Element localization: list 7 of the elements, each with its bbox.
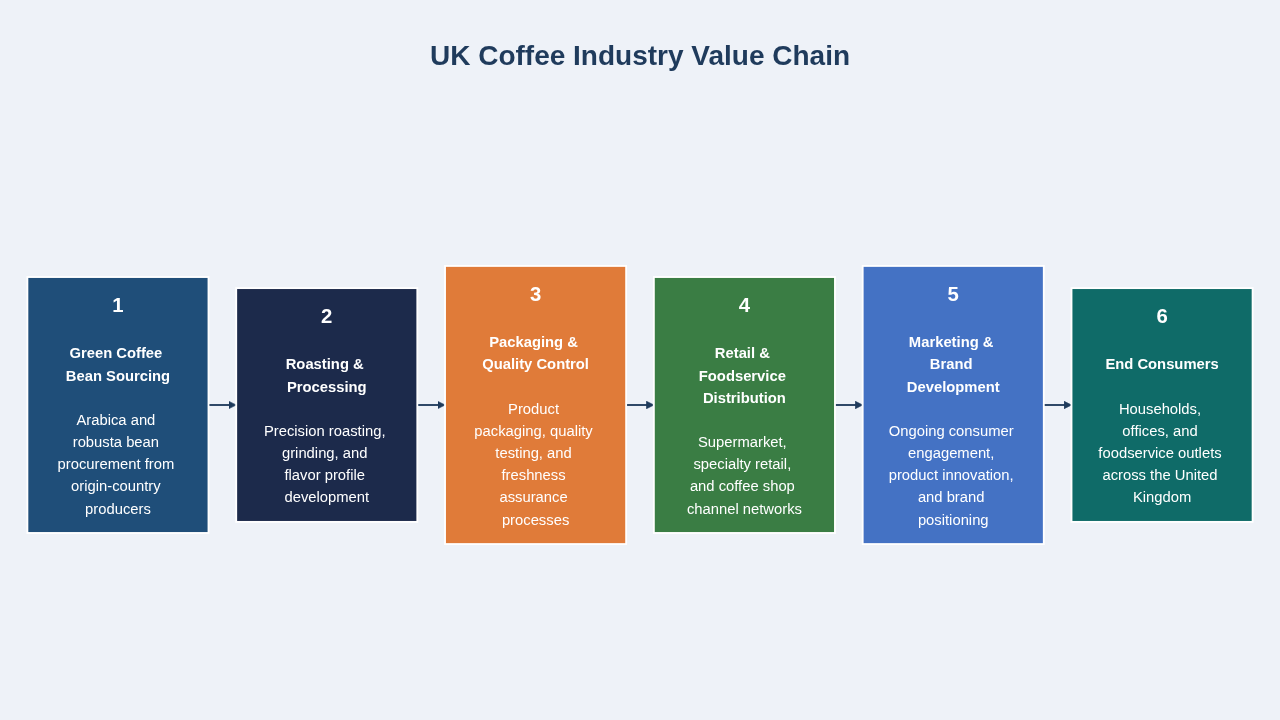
title: UK Coffee Industry Value Chain — [428, 40, 852, 72]
node-box: 1 Green Coffee Bean Sourcing Arabica and robusta bean procurement from origin-country producers — [26, 276, 210, 534]
node-box: 4 Retail & Foodservice Distribution Supermarket, specialty retail, and coffee shop channel networks — [652, 276, 836, 534]
node-box: 2 Roasting & Processing Precision roasting, grinding, and flavor profile development — [235, 287, 419, 523]
node-box: 6 End Consumers Households, offices, and foodservice outlets across the United Kingdom — [1070, 287, 1254, 523]
node-box: 5 Marketing & Brand Development Ongoing consumer engagement, product innovation, and brand positioning — [861, 265, 1045, 545]
node-box: 3 Packaging & Quality Control Product packaging, quality testing, and freshness assurance processes — [444, 265, 628, 545]
